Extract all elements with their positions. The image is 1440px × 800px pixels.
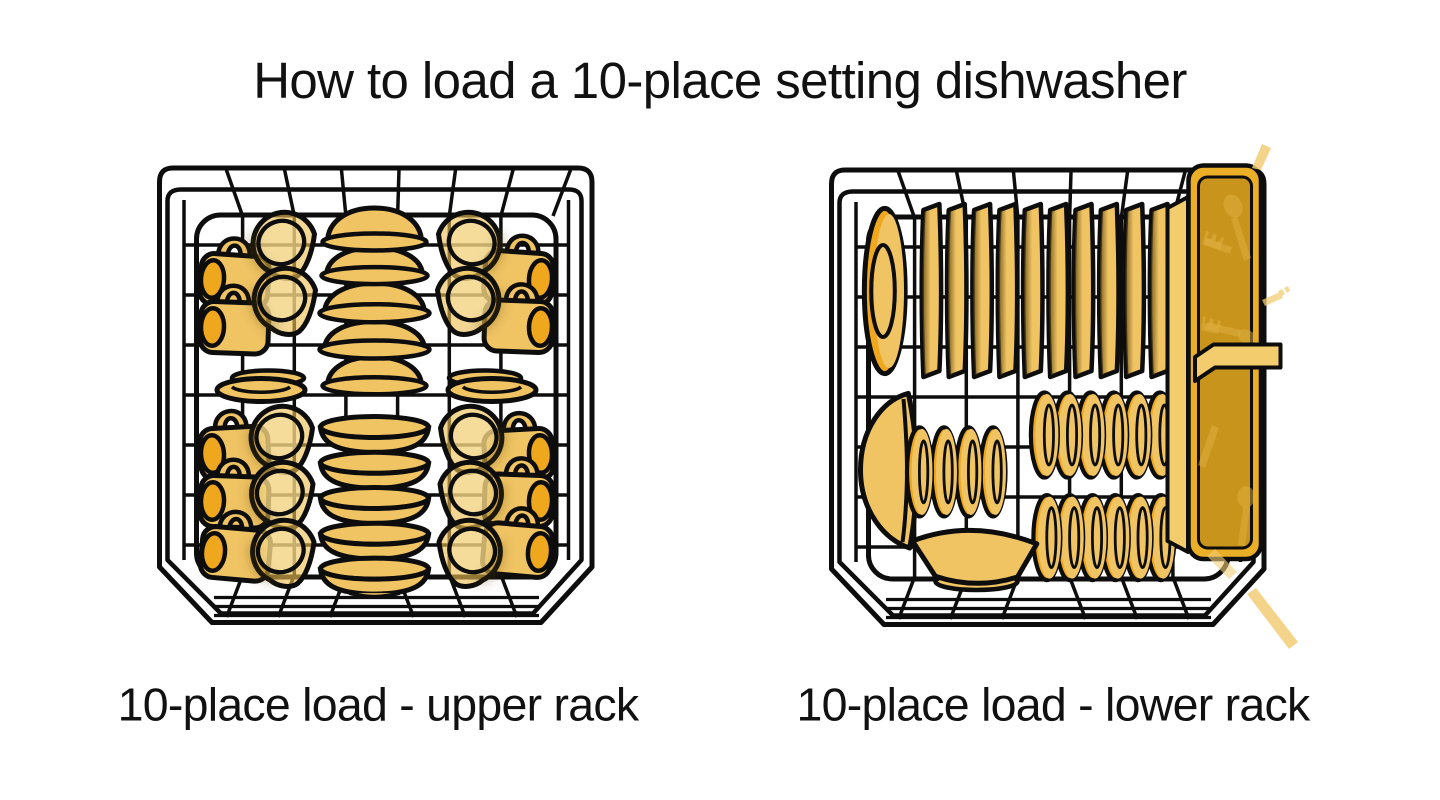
svg-text:10-place load - upper rack: 10-place load - upper rack bbox=[118, 679, 640, 731]
svg-text:How to load a 10-place setting: How to load a 10-place setting dishwashe… bbox=[253, 52, 1187, 109]
svg-text:10-place load - lower rack: 10-place load - lower rack bbox=[797, 679, 1311, 731]
